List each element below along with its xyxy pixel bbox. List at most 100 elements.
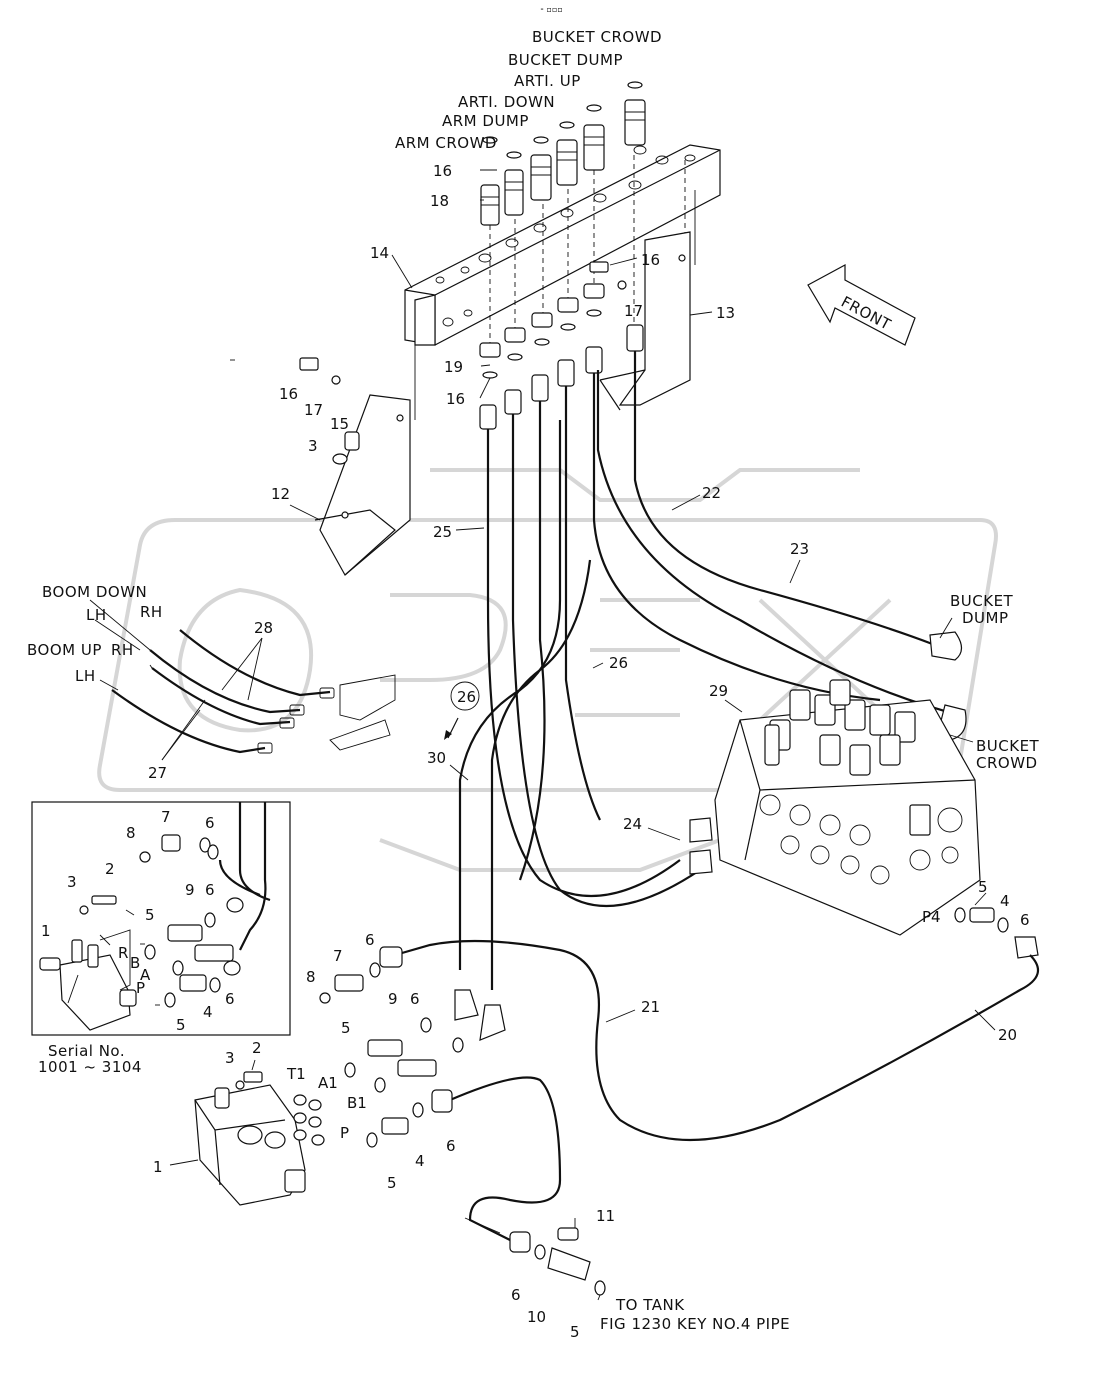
nuts-below-bracket [479,283,605,379]
callout-8: 8 [306,968,316,986]
callout-8: 8 [126,824,136,842]
label-to-tank: TO TANK [615,1296,685,1314]
label-crowd-right: CROWD [976,754,1038,772]
port-p-inset: P [136,979,145,997]
label-bucket-dump-top: BUCKET DUMP [508,51,623,69]
callout-6: 6 [365,931,375,949]
port-t1: T1 [286,1065,306,1083]
callout-27: 27 [148,764,167,782]
callout-5: 5 [145,906,155,924]
label-rh-2: RH [111,641,134,659]
callout-1: 1 [153,1158,163,1176]
label-lh-2: LH [75,667,96,685]
callout-11: 11 [596,1207,615,1225]
label-bucket-right-2: BUCKET [976,737,1040,755]
port-p: P [340,1124,349,1142]
label-arm-dump: ARM DUMP [442,112,529,130]
label-bucket-right-1: BUCKET [950,592,1014,610]
callout-5: 5 [176,1016,186,1034]
callout-21: 21 [641,998,660,1016]
callout-6: 6 [511,1286,521,1304]
callout-17: 17 [304,401,323,419]
callout-10: 10 [527,1308,546,1326]
callout-12: 12 [271,485,290,503]
serial-range: 1001 ~ 3104 [38,1058,142,1076]
header-mark: ⁃ ▫▫▫ [540,5,563,14]
main-control-valve [689,679,981,936]
serial-label: Serial No. [48,1042,125,1060]
callout-14: 14 [370,244,389,262]
label-boom-up: BOOM UP [27,641,102,659]
callout-20: 20 [998,1026,1017,1044]
callout-6: 6 [410,990,420,1008]
port-r: R [118,944,128,962]
callout-3: 3 [225,1049,235,1067]
callout-6: 6 [205,881,215,899]
front-arrow: FRONT [807,263,916,346]
callout-16: 16 [446,390,465,408]
port-b1: B1 [347,1094,367,1112]
callout-5: 5 [978,878,988,896]
label-lh-1: LH [86,606,107,624]
p4-fittings [954,907,1039,959]
callout-17: 17 [624,302,643,320]
callout-3: 3 [67,873,77,891]
pilot-valve-1 [194,1071,306,1206]
callout-26: 26 [609,654,628,672]
callout-3: 3 [308,437,318,455]
oring-set [293,1094,325,1146]
label-boom-down: BOOM DOWN [42,583,147,601]
callout-30: 30 [427,749,446,767]
callout-6: 6 [225,990,235,1008]
callout-29: 29 [709,682,728,700]
callout-numbers: 16 18 14 16 17 13 19 16 16 17 15 3 12 25… [41,162,1030,1341]
port-p4: P4 [922,908,941,926]
callout-23: 23 [790,540,809,558]
label-bucket-crowd-top: BUCKET CROWD [532,28,662,46]
callout-26-circle [450,681,480,711]
callout-6: 6 [205,814,215,832]
callout-16: 16 [279,385,298,403]
inset-box [31,801,291,1036]
callout-9: 9 [388,990,398,1008]
hose-30 [454,420,592,1041]
port-a1: A1 [318,1074,338,1092]
callout-28: 28 [254,619,273,637]
callout-13: 13 [716,304,735,322]
callout-19: 19 [444,358,463,376]
callout-5: 5 [570,1323,580,1341]
tee-fitting [534,1227,606,1296]
callout-1: 1 [41,922,51,940]
callout-4: 4 [203,1003,213,1021]
callout-2: 2 [105,860,115,878]
hose-bundle-25-26 [479,346,881,908]
callout-4: 4 [415,1152,425,1170]
callout-4: 4 [1000,892,1010,910]
port-b: B [130,954,140,972]
callout-6: 6 [446,1137,456,1155]
callout-7: 7 [333,947,343,965]
callout-22: 22 [702,484,721,502]
label-dump-right: DUMP [962,609,1009,627]
bottom-fittings [319,962,464,1148]
callout-15: 15 [330,415,349,433]
hose-function-labels: BUCKET CROWD BUCKET DUMP ARTI. UP ARTI. … [27,28,1040,1333]
bracket-12 [299,357,411,576]
label-arti-down: ARTI. DOWN [458,93,555,111]
callout-16: 16 [641,251,660,269]
label-arm-crowd: ARM CROWD [395,134,497,152]
callout-24: 24 [623,815,642,833]
label-rh-1: RH [140,603,163,621]
label-arti-up: ARTI. UP [514,72,581,90]
callout-7: 7 [161,808,171,826]
label-fig-ref: FIG 1230 KEY NO.4 PIPE [600,1315,790,1333]
port-a: A [140,966,151,984]
port-labels: T1 A1 B1 P R B A P P4 [118,908,941,1142]
callout-6: 6 [1020,911,1030,929]
callout-26-ref: 26 [457,688,476,706]
callout-25: 25 [433,523,452,541]
arrow-head [444,730,452,740]
callout-16: 16 [433,162,452,180]
